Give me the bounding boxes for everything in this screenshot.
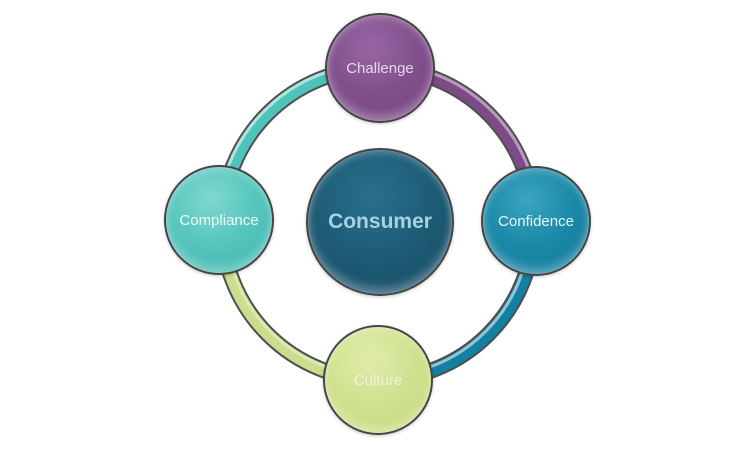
node-challenge: Challenge xyxy=(325,13,435,123)
ring-highlight-top-right xyxy=(417,67,535,185)
ring-highlight-top-left xyxy=(221,67,339,185)
node-compliance: Compliance xyxy=(164,165,274,275)
node-confidence: Confidence xyxy=(481,166,591,276)
node-consumer: Consumer xyxy=(306,148,454,296)
node-compliance-label: Compliance xyxy=(179,211,259,229)
node-culture: Culture xyxy=(323,325,433,435)
node-culture-label: Culture xyxy=(353,371,403,389)
node-challenge-label: Challenge xyxy=(346,59,414,77)
node-confidence-label: Confidence xyxy=(498,212,574,230)
node-consumer-label: Consumer xyxy=(328,210,432,233)
ring-highlight-bottom-left xyxy=(229,261,341,373)
ring-highlight-bottom-right xyxy=(415,261,527,373)
